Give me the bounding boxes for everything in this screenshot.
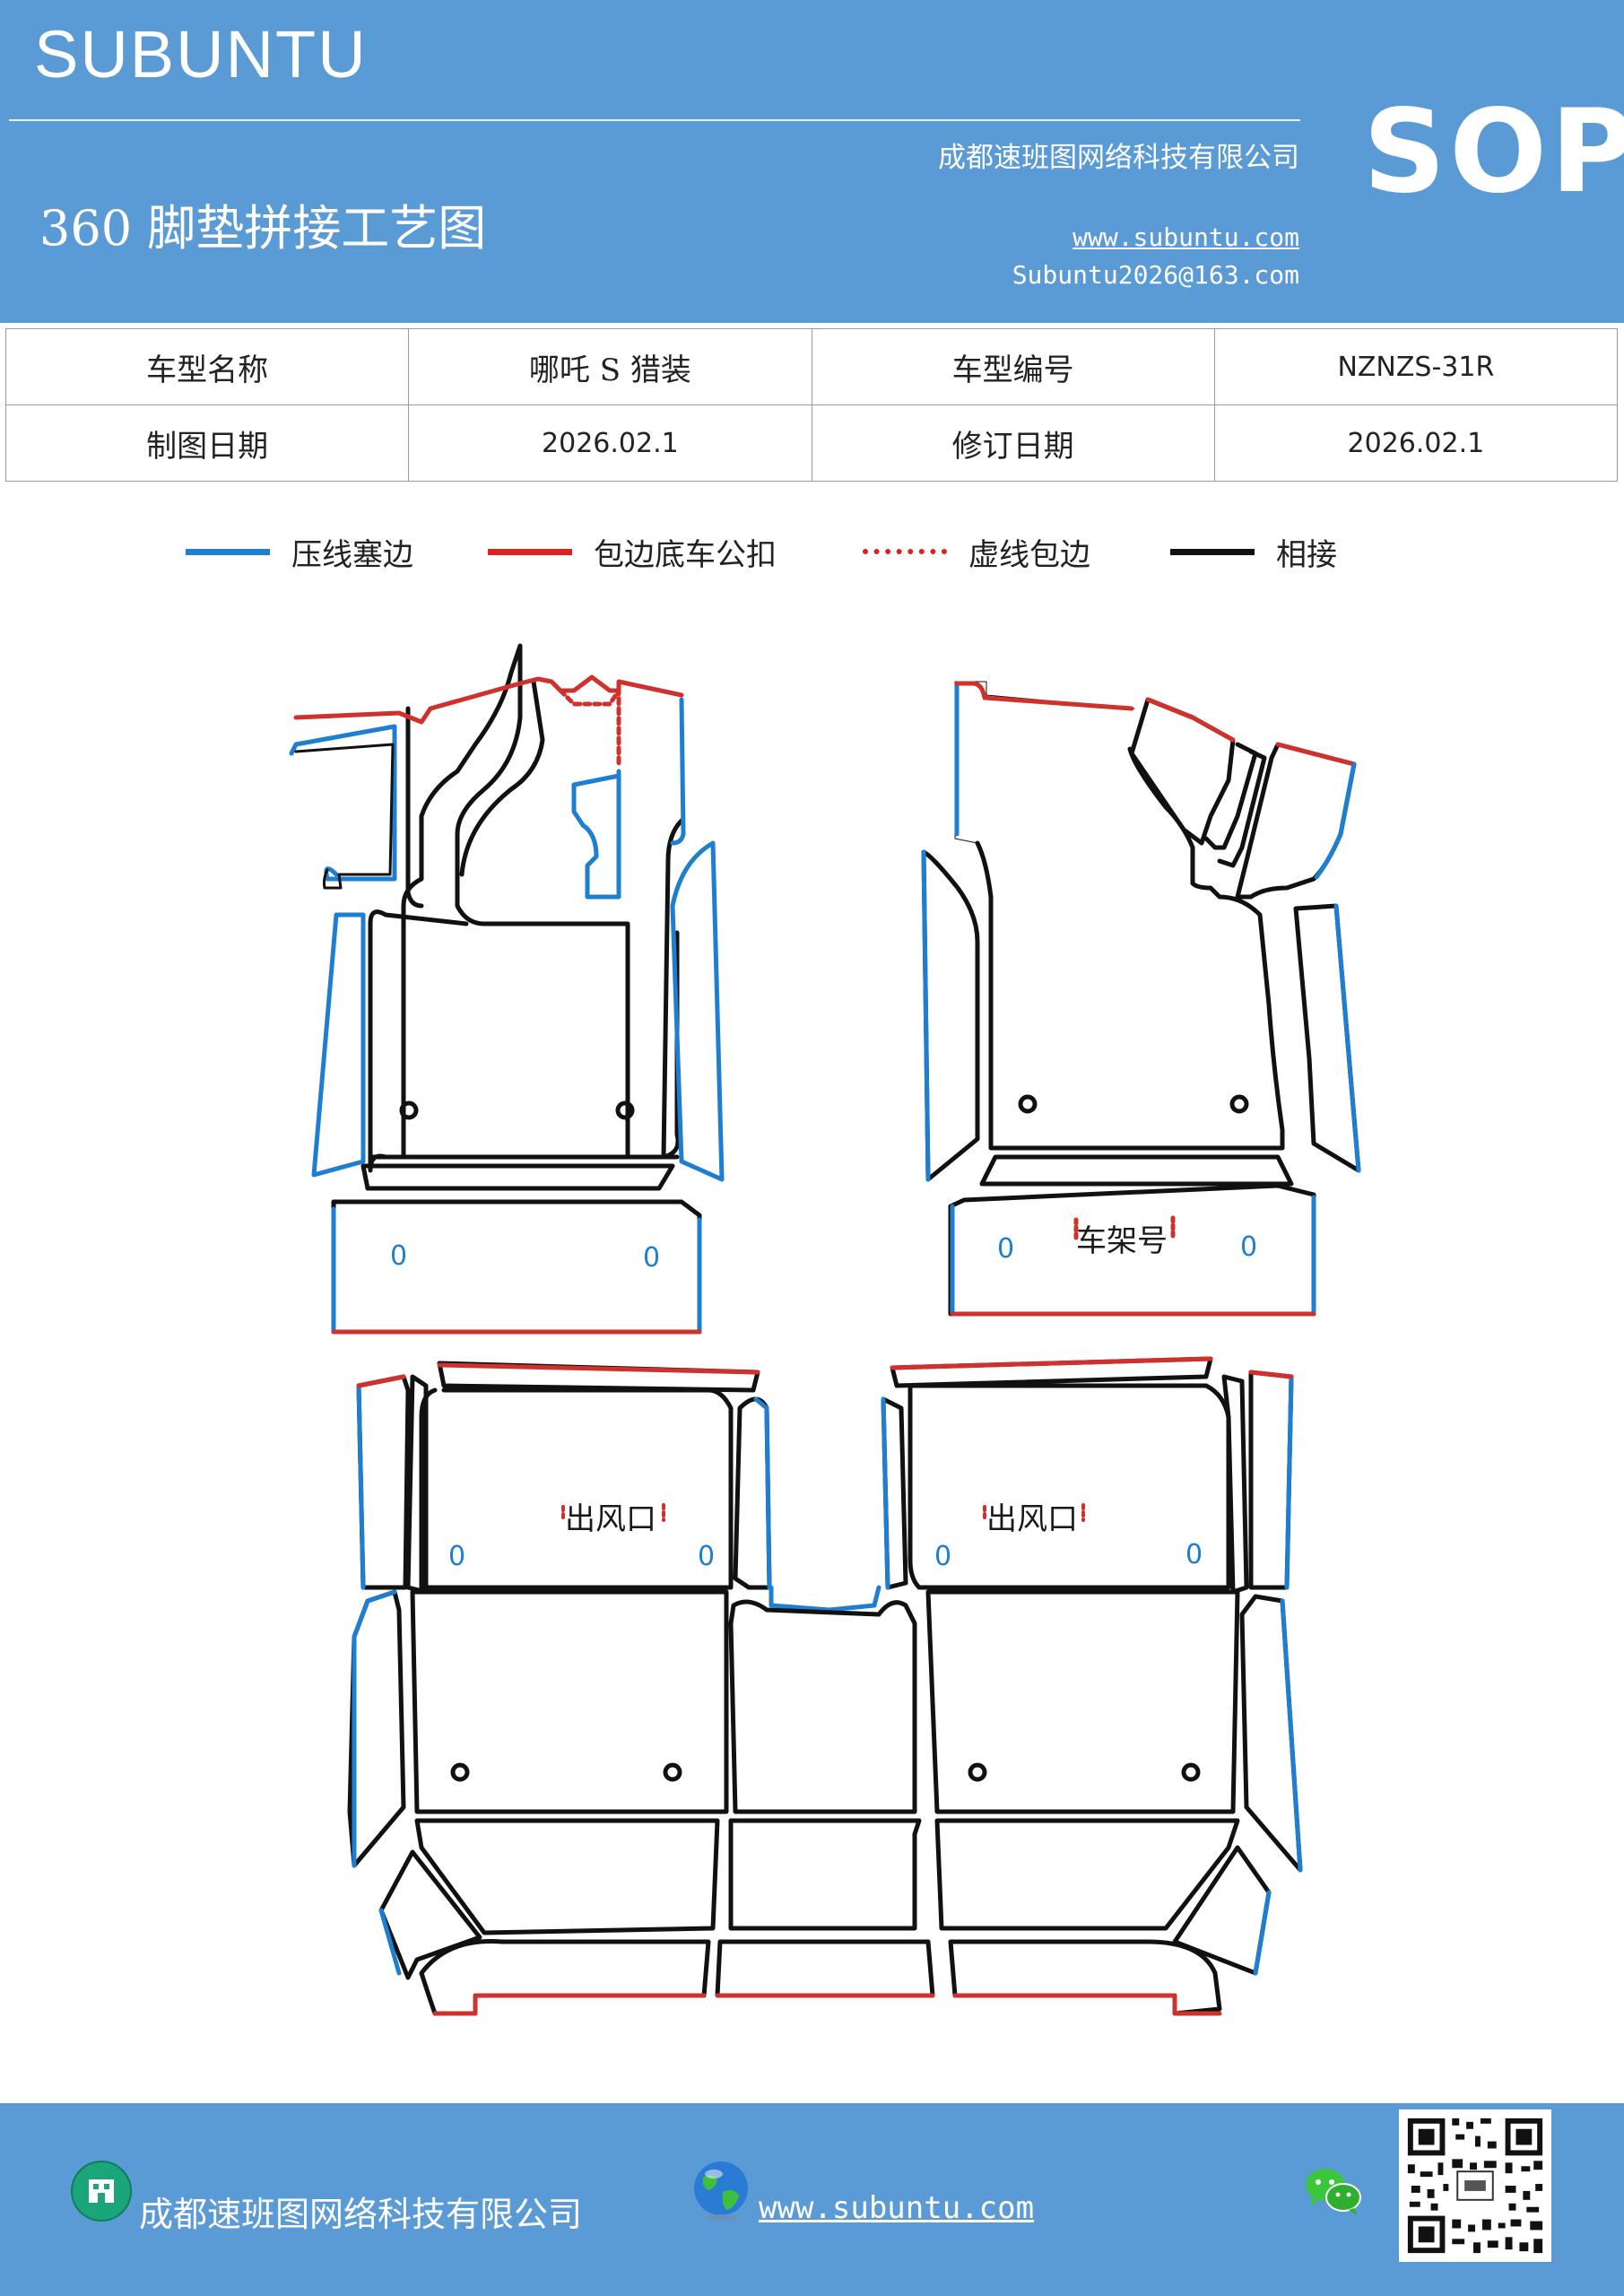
legend-label: 压线塞边 bbox=[291, 536, 413, 573]
legend-label: 虚线包边 bbox=[968, 536, 1090, 573]
footer-website-link[interactable]: www.subuntu.com bbox=[759, 2190, 1035, 2226]
table-row: 制图日期 2026.02.1 修订日期 2026.02.1 bbox=[4, 404, 1619, 482]
website-link[interactable]: www.subuntu.com bbox=[1073, 222, 1299, 252]
email-address: Subuntu2026@163.com bbox=[1012, 260, 1299, 290]
floor-mat-diagram: 车架号 出风口 出风口 0 0 0 0 0 0 0 0 bbox=[289, 643, 1361, 2016]
legend-item-press-line: 压线塞边 bbox=[186, 525, 413, 578]
front-right-mat bbox=[921, 681, 1361, 1317]
wechat-icon bbox=[1306, 2169, 1361, 2215]
legend-label: 包边底车公扣 bbox=[594, 536, 777, 573]
red-line-swatch bbox=[488, 548, 572, 555]
hole-mark: 0 bbox=[997, 1233, 1014, 1265]
legend-label: 相接 bbox=[1276, 536, 1337, 573]
red-dotted-swatch bbox=[863, 549, 947, 554]
revise-date-label: 修订日期 bbox=[811, 404, 1215, 482]
document-title: 360 脚垫拼接工艺图 bbox=[39, 200, 487, 257]
vehicle-info-table: 车型名称 哪吒 S 猎装 车型编号 NZNZS-31R 制图日期 2026.02… bbox=[4, 328, 1619, 482]
qr-code[interactable] bbox=[1399, 2109, 1551, 2262]
draw-date-value: 2026.02.1 bbox=[408, 404, 812, 482]
hole-mark: 0 bbox=[698, 1541, 715, 1572]
legend-item-joint: 相接 bbox=[1170, 525, 1337, 578]
building-icon bbox=[71, 2161, 132, 2222]
rear-right-mat bbox=[881, 1356, 1303, 2016]
model-no-label: 车型编号 bbox=[811, 328, 1215, 405]
vent-label-left: 出风口 bbox=[565, 1501, 656, 1537]
legend: 压线塞边 包边底车公扣 虚线包边 相接 bbox=[0, 525, 1624, 578]
header-banner bbox=[0, 0, 1624, 323]
header-divider bbox=[9, 119, 1300, 121]
hole-mark: 0 bbox=[390, 1240, 407, 1272]
table-row: 车型名称 哪吒 S 猎装 车型编号 NZNZS-31R bbox=[4, 328, 1619, 405]
hole-mark: 0 bbox=[448, 1541, 465, 1572]
legend-item-edge-wrap: 包边底车公扣 bbox=[488, 525, 777, 578]
black-line-swatch bbox=[1170, 548, 1255, 555]
revise-date-value: 2026.02.1 bbox=[1213, 404, 1619, 482]
legend-item-dotted-wrap: 虚线包边 bbox=[863, 525, 1090, 578]
model-name-value: 哪吒 S 猎装 bbox=[408, 328, 812, 405]
footer-company: 成都速班图网络科技有限公司 bbox=[139, 2195, 583, 2234]
draw-date-label: 制图日期 bbox=[4, 404, 410, 482]
brand-logo: SUBUNTU bbox=[34, 17, 368, 91]
hole-mark: 0 bbox=[934, 1541, 951, 1572]
sop-label: SOP bbox=[1363, 85, 1624, 219]
hole-mark: 0 bbox=[1185, 1539, 1203, 1570]
hole-mark: 0 bbox=[643, 1242, 660, 1274]
model-no-value: NZNZS-31R bbox=[1213, 328, 1619, 405]
blue-line-swatch bbox=[186, 548, 270, 555]
frame-number-label: 车架号 bbox=[1076, 1223, 1168, 1259]
model-name-label: 车型名称 bbox=[4, 328, 410, 405]
rear-left-mat bbox=[347, 1361, 772, 2016]
globe-icon bbox=[694, 2161, 748, 2220]
front-left-mat bbox=[289, 643, 725, 1335]
rear-center-mat bbox=[715, 1585, 935, 1998]
vent-label-right: 出风口 bbox=[986, 1501, 1078, 1537]
hole-mark: 0 bbox=[1240, 1231, 1257, 1263]
company-name: 成都速班图网络科技有限公司 bbox=[938, 142, 1299, 174]
